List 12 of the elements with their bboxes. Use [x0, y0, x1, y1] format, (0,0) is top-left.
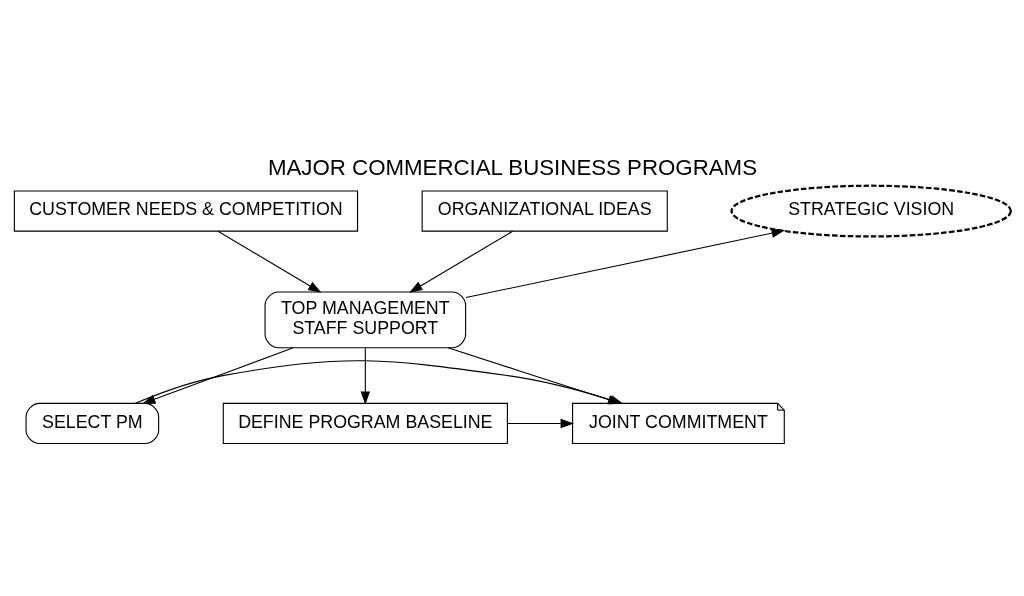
arrow	[464, 228, 785, 299]
diagram-title: MAJOR COMMERCIAL BUSINESS PROGRAMS	[267, 154, 757, 180]
arrow	[360, 347, 370, 405]
arrow	[408, 230, 513, 293]
node-box: DEFINE PROGRAM BASELINE	[222, 402, 508, 445]
node-box: CUSTOMER NEEDS & COMPETITION	[13, 190, 358, 232]
node-box: SELECT PM	[25, 402, 159, 445]
node-box: TOP MANAGEMENT STAFF SUPPORT	[264, 291, 466, 349]
arrow	[141, 347, 294, 404]
node-box: ORGANIZATIONAL IDEAS	[421, 190, 668, 232]
arrow	[506, 418, 574, 429]
arrow	[216, 230, 321, 293]
